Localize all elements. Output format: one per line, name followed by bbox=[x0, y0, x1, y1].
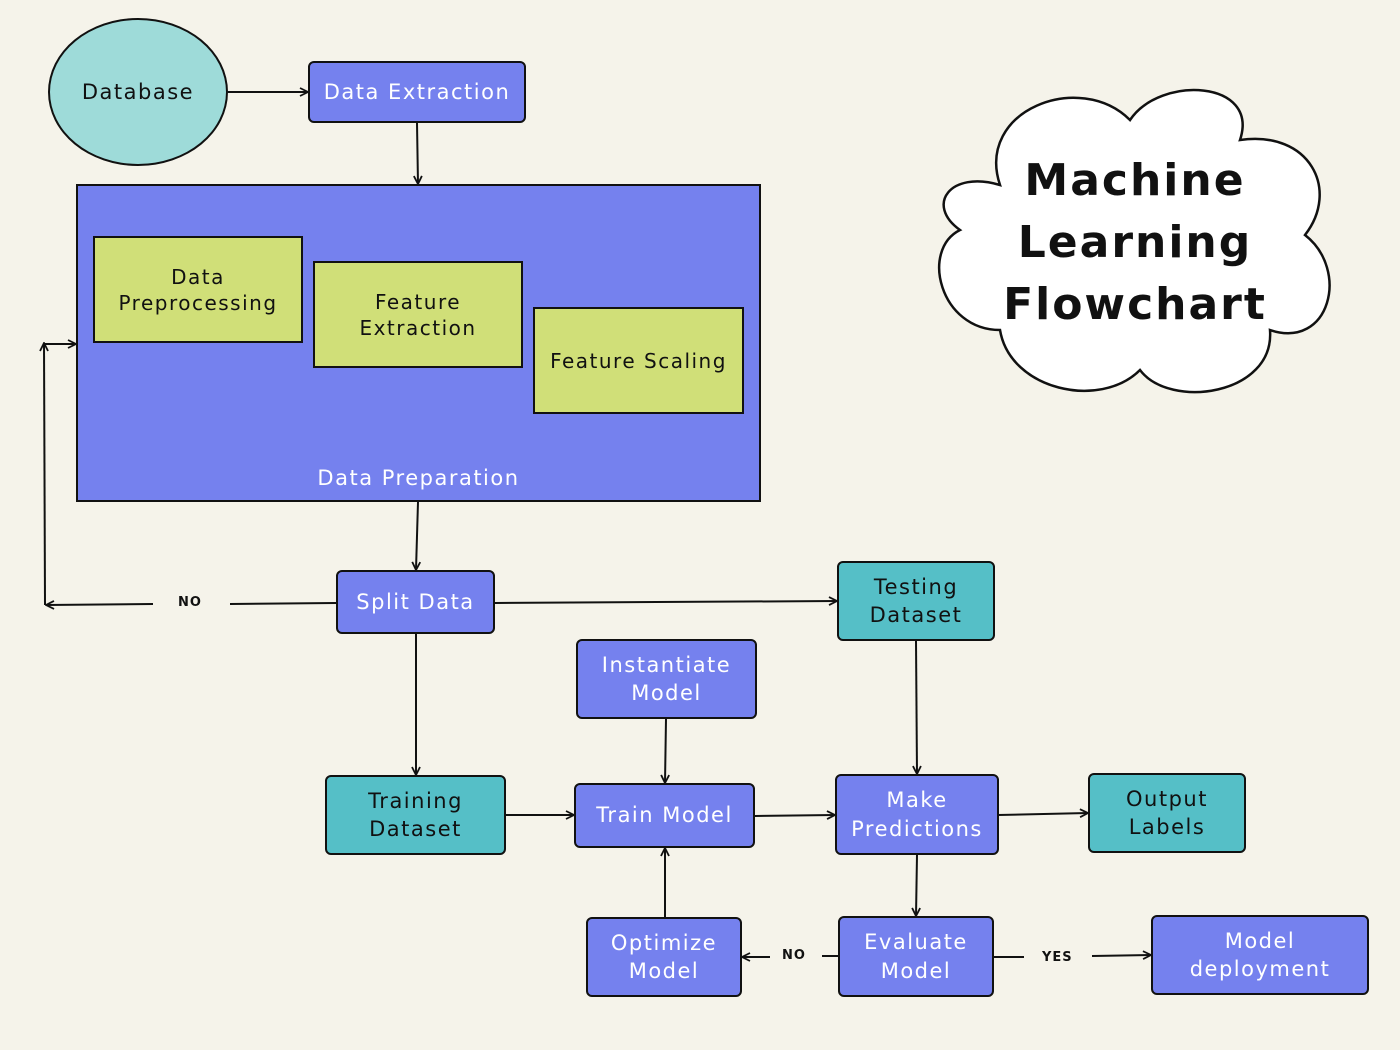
node-model-deployment: Model deployment bbox=[1151, 915, 1369, 995]
node-evaluate-model: Evaluate Model bbox=[838, 916, 994, 997]
edge-instantiate-train bbox=[665, 718, 666, 783]
edge-split-no-c bbox=[44, 343, 45, 606]
node-database: Database bbox=[48, 18, 228, 166]
node-split-data: Split Data bbox=[336, 570, 495, 634]
edge-split-testing bbox=[494, 601, 837, 603]
node-train-model: Train Model bbox=[574, 783, 755, 848]
node-data-preprocessing: Data Preprocessing bbox=[93, 236, 303, 343]
edge-extraction-preparation bbox=[417, 122, 418, 184]
diagram-title: Machine Learning Flowchart bbox=[1003, 155, 1267, 330]
node-output-labels: Output Labels bbox=[1088, 773, 1246, 853]
edge-label-evaluate-no: NO bbox=[776, 948, 812, 963]
node-optimize-model: Optimize Model bbox=[586, 917, 742, 997]
edge-predict-evaluate bbox=[916, 854, 917, 916]
edge-split-no-b bbox=[46, 604, 154, 605]
edge-evaluate-yes-b bbox=[1091, 955, 1151, 956]
edge-label-evaluate-yes: YES bbox=[1036, 950, 1079, 965]
edge-predict-output bbox=[997, 813, 1088, 815]
edge-label-split-no: NO bbox=[172, 595, 208, 610]
node-feature-extraction: Feature Extraction bbox=[313, 261, 523, 368]
node-make-predictions: Make Predictions bbox=[835, 774, 999, 855]
edge-train-predict bbox=[754, 815, 835, 816]
edge-split-no-a bbox=[229, 602, 337, 605]
node-testing-dataset: Testing Dataset bbox=[837, 561, 995, 641]
edge-testing-predict bbox=[916, 640, 917, 774]
node-data-extraction: Data Extraction bbox=[308, 61, 526, 123]
node-training-dataset: Training Dataset bbox=[325, 775, 506, 855]
node-feature-scaling: Feature Scaling bbox=[533, 307, 744, 414]
group-data-preparation-label: Data Preparation bbox=[317, 466, 520, 490]
title-cloud bbox=[937, 88, 1331, 394]
edge-preparation-split bbox=[416, 501, 418, 570]
node-instantiate-model: Instantiate Model bbox=[576, 639, 757, 719]
